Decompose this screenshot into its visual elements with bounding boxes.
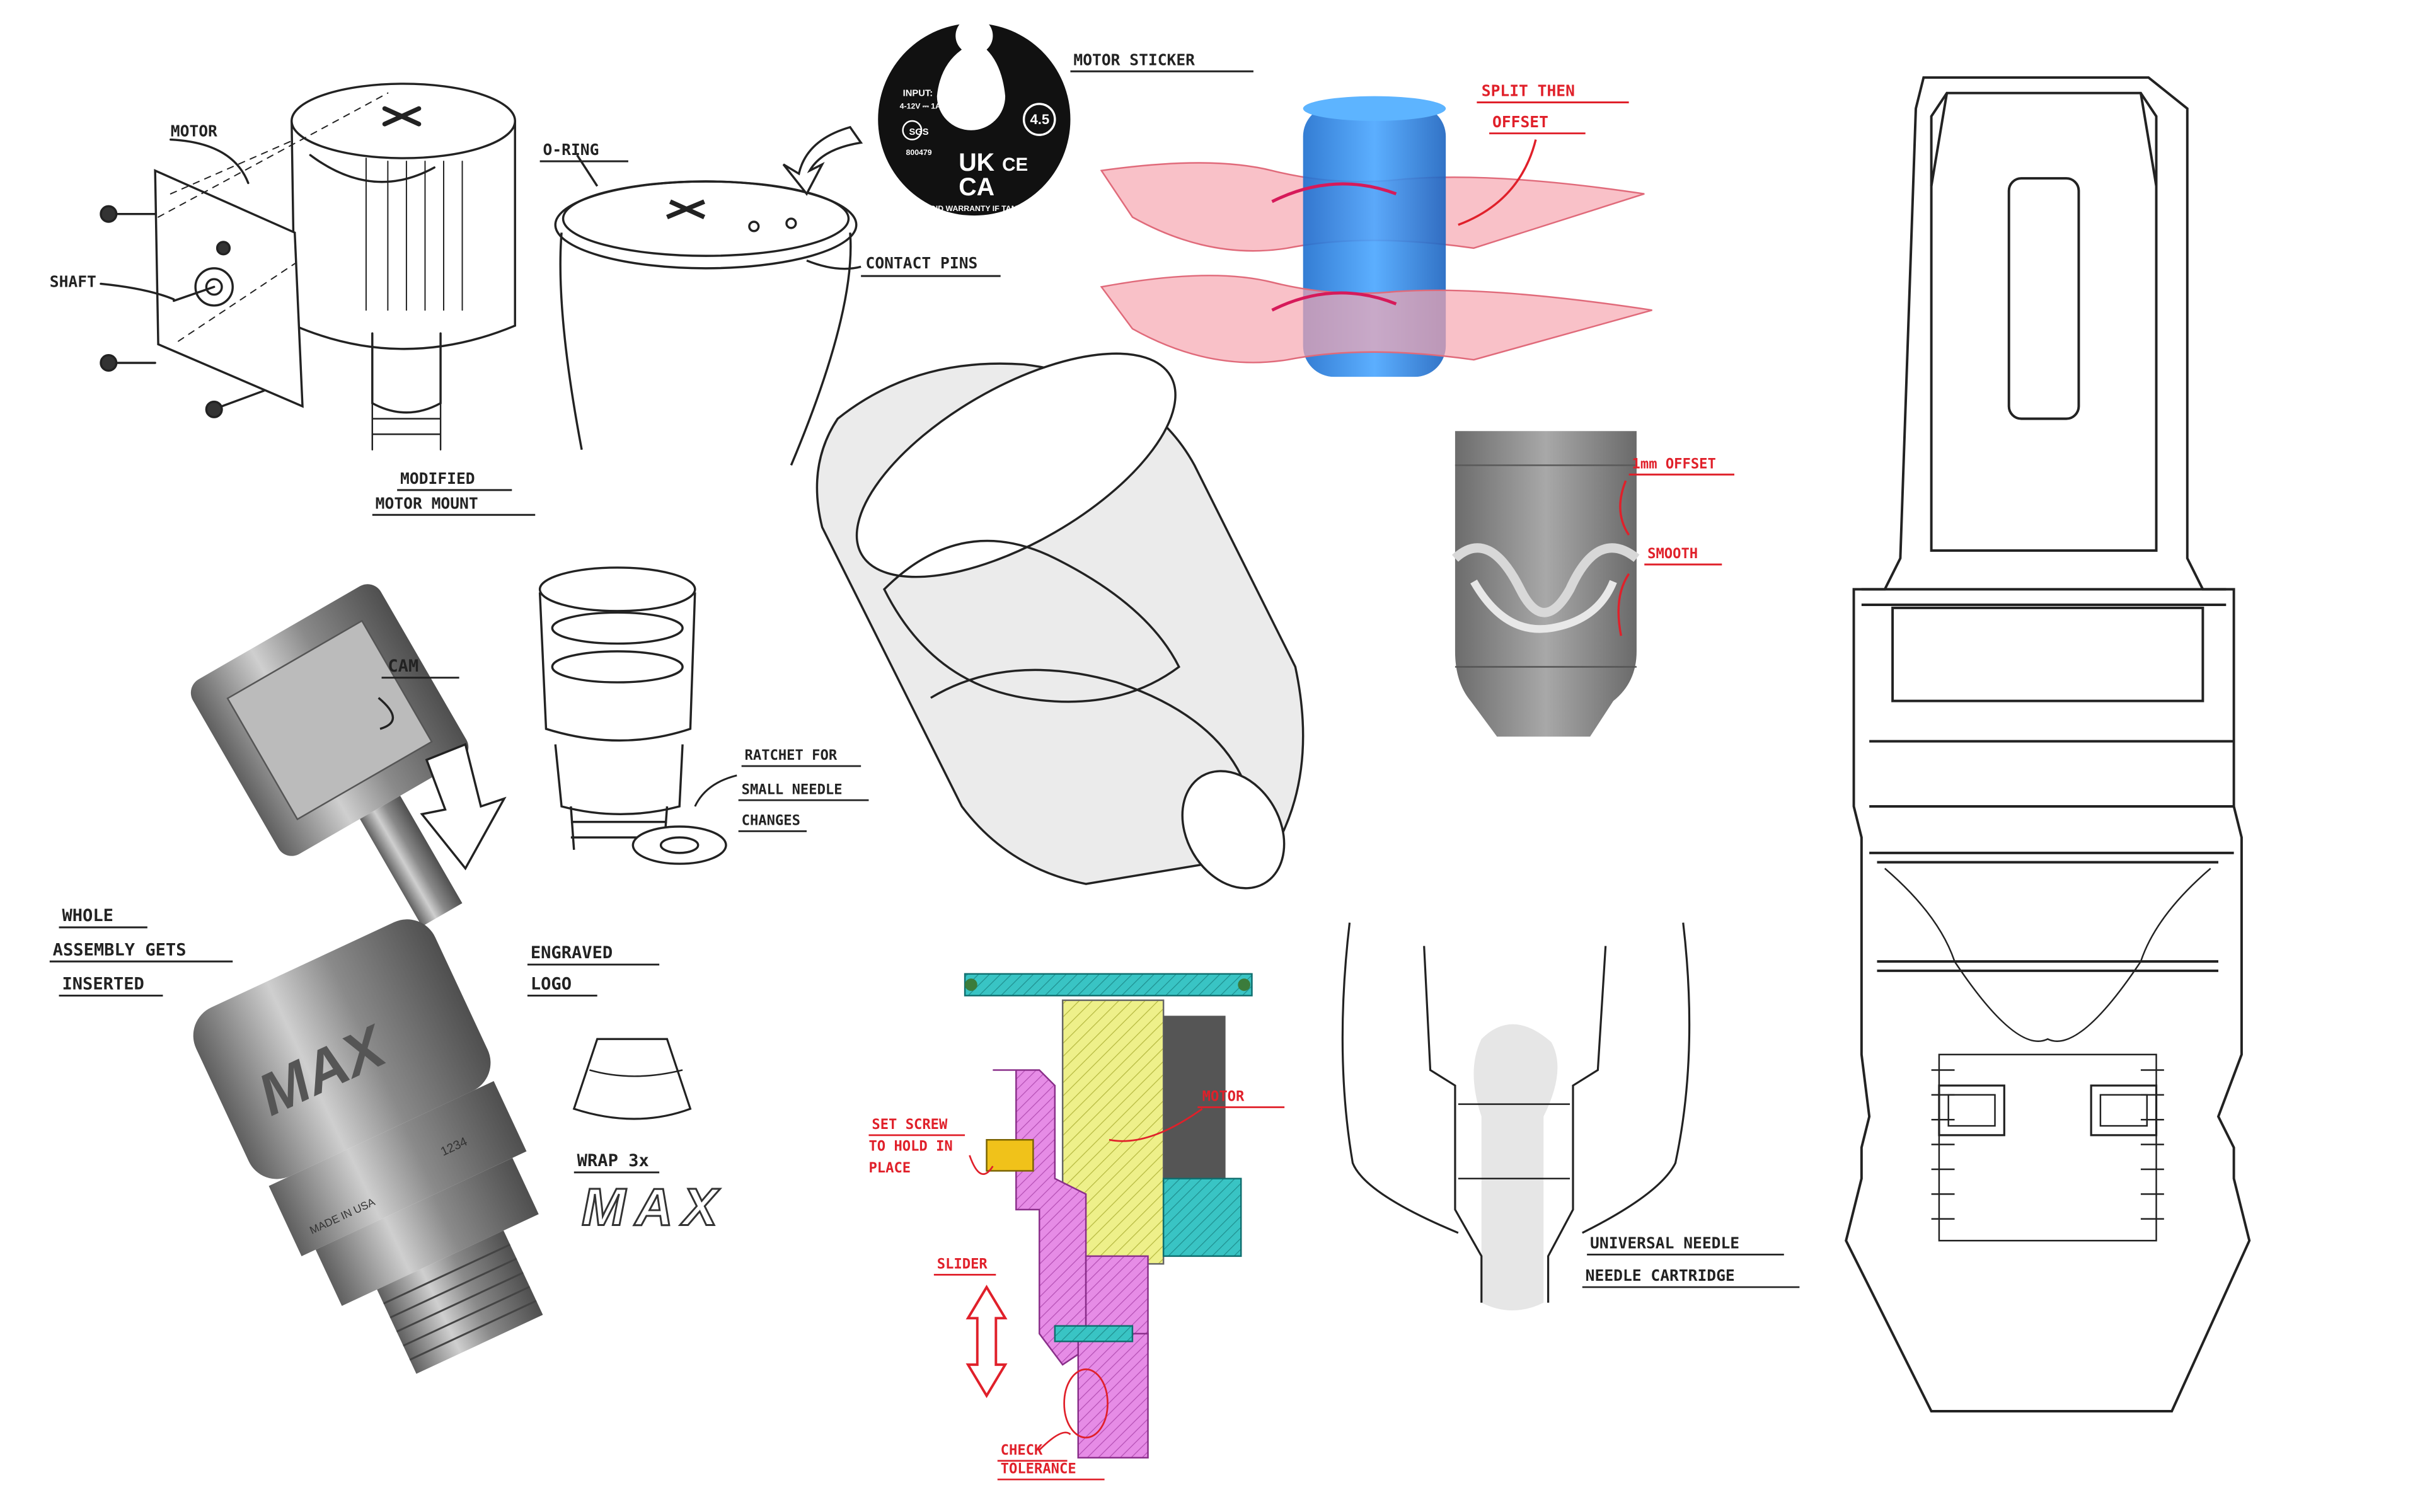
label-universal-2: NEEDLE CARTRIDGE [1586, 1266, 1735, 1285]
leader-split [1458, 139, 1537, 226]
ratchet-underlines [738, 765, 869, 832]
assembly-underlines [49, 677, 660, 1174]
motor-mount-labels: MOTOR SHAFT MODIFIED MOTOR MOUNT [50, 122, 478, 513]
max-outline-logo: MAX [582, 1177, 727, 1237]
needle-labels: UNIVERSAL NEEDLE NEEDLE CARTRIDGE [1586, 1234, 1739, 1285]
leader-grip [1617, 480, 1630, 636]
label-modified-2: MOTOR MOUNT [376, 494, 478, 512]
slider-arrow [965, 1285, 1008, 1399]
label-set-screw-3: PLACE [868, 1160, 911, 1176]
label-smooth: SMOOTH [1647, 546, 1698, 562]
label-motor-sticker: MOTOR STICKER [1073, 50, 1195, 69]
needle-cartridge-sketch [1341, 922, 1691, 1310]
leader-cam [377, 697, 395, 730]
label-ratchet-2: SMALL NEEDLE [742, 781, 843, 798]
section-leaders [868, 1106, 1285, 1480]
ratchet-sketch [538, 566, 727, 865]
label-motor-red: MOTOR [1202, 1089, 1245, 1105]
sticker-rating: 4.5 [1030, 112, 1049, 127]
assembly-labels: CAM WHOLE ASSEMBLY GETS INSERTED ENGRAVE… [53, 656, 649, 1171]
label-contact-pins: CONTACT PINS [866, 254, 978, 272]
label-1mm-offset: 1mm OFFSET [1632, 455, 1716, 472]
sticker-input-value: 4-12V ⎓ 1A [900, 101, 941, 110]
motor-mount-sketch [100, 83, 516, 451]
ratchet-labels: RATCHET FOR SMALL NEEDLE CHANGES [742, 747, 843, 828]
label-assembly-gets: ASSEMBLY GETS [53, 940, 187, 959]
sticker-input-label: INPUT: [903, 89, 933, 99]
section-labels: MOTOR SET SCREW TO HOLD IN PLACE SLIDER … [868, 1089, 1245, 1477]
logo-wrap-sleeve [572, 1038, 692, 1120]
sleeve-line [589, 1069, 683, 1077]
label-ratchet-3: CHANGES [742, 813, 800, 829]
sticker-ca: CA [959, 173, 994, 201]
label-inserted: INSERTED [62, 974, 144, 994]
motor-sticker: INPUT: 4-12V ⎓ 1A SGS 800479 UK CA CE 4.… [878, 17, 1071, 216]
label-offset: OFFSET [1492, 113, 1548, 131]
label-ratchet-1: RATCHET FOR [745, 747, 838, 764]
sticker-void: VOID WARRANTY IF TAMPERED [925, 204, 1044, 213]
label-cam: CAM [388, 656, 418, 676]
cylinder-sketch [815, 352, 1305, 890]
split-offset-labels: SPLIT THEN OFFSET [1482, 82, 1575, 131]
label-tolerance: TOLERANCE [1001, 1460, 1076, 1477]
label-logo: LOGO [531, 974, 572, 994]
leader-ratchet [694, 774, 737, 807]
label-motor: MOTOR [171, 122, 217, 140]
sticker-sgs: SGS [909, 127, 928, 137]
label-universal-1: UNIVERSAL NEEDLE [1590, 1234, 1739, 1252]
section-view [964, 973, 1253, 1459]
label-modified-1: MODIFIED [400, 469, 475, 488]
steel-assembly-render: MAX 1234 MADE IN USA [190, 584, 543, 1374]
label-check: CHECK [1001, 1442, 1043, 1458]
label-set-screw-1: SET SCREW [872, 1116, 948, 1133]
label-shaft: SHAFT [50, 272, 96, 290]
label-o-ring: O-RING [543, 140, 599, 159]
label-whole: WHOLE [62, 906, 113, 925]
o-ring-labels: O-RING CONTACT PINS [543, 140, 978, 272]
downward-arrow [420, 743, 507, 871]
insert-arrow [782, 125, 863, 196]
label-split-then: SPLIT THEN [1482, 82, 1575, 100]
split-offset-render [1100, 96, 1652, 377]
label-slider: SLIDER [937, 1256, 988, 1273]
sticker-ce: CE [1002, 154, 1028, 175]
sticker-code: 800479 [906, 148, 932, 157]
label-engraved: ENGRAVED [531, 943, 613, 963]
sticker-uk: UK [959, 149, 994, 176]
grip-render [1451, 431, 1640, 737]
label-set-screw-2: TO HOLD IN [868, 1138, 952, 1154]
label-wrap: WRAP 3x [577, 1151, 649, 1171]
grip-labels: 1mm OFFSET SMOOTH [1632, 455, 1716, 562]
o-ring-cap-sketch [554, 154, 861, 466]
front-elevation-drawing [1845, 76, 2251, 1412]
